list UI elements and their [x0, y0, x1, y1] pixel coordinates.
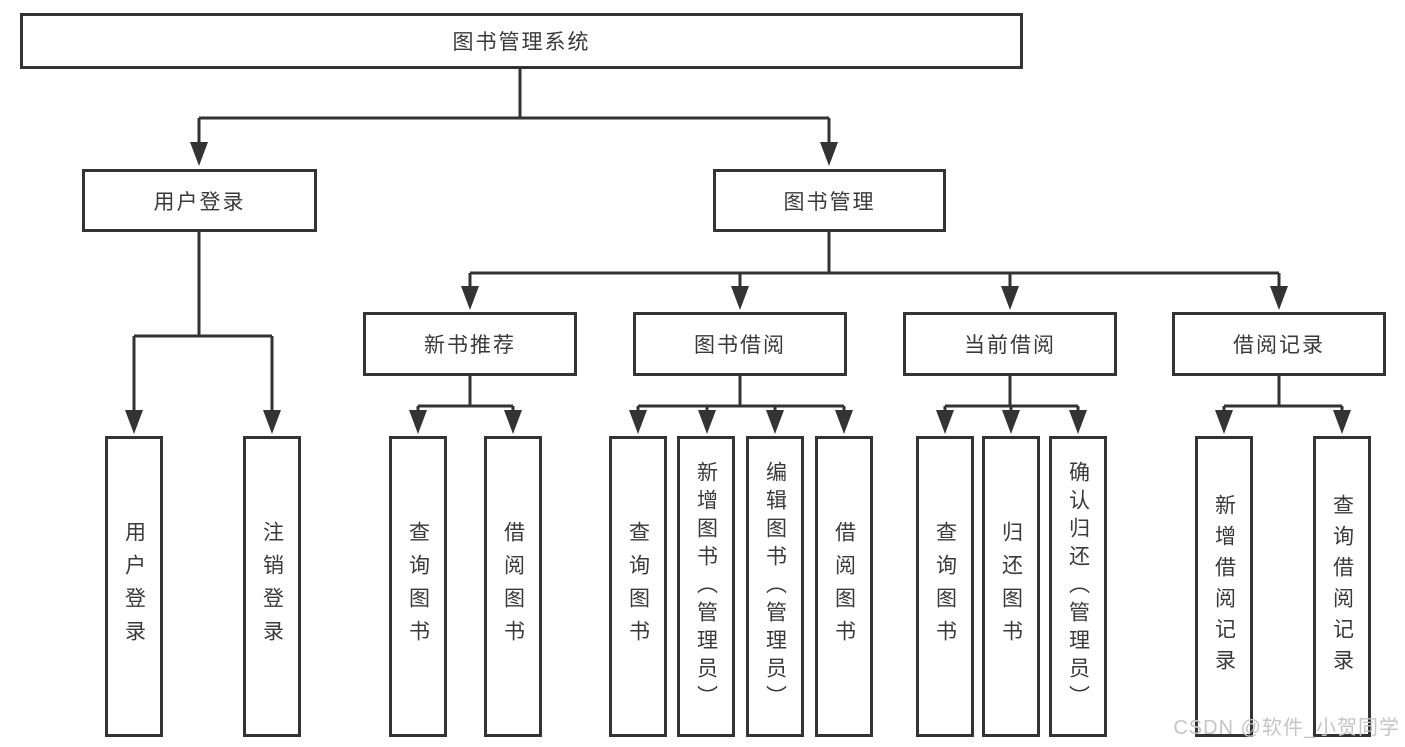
connector-userlogin-to-leaves	[132, 232, 274, 413]
leaf-return-book-label: 归还图书	[999, 520, 1023, 653]
leaf-add-book-admin-label: 新增图书（管理员）	[694, 460, 718, 713]
node-borrowing-records: 借阅记录	[1172, 312, 1386, 376]
node-book-management: 图书管理	[713, 169, 946, 232]
leaf-borrow-book-recommend-label: 借阅图书	[501, 520, 525, 653]
leaf-query-book-recommend-label: 查询图书	[406, 520, 430, 653]
connector-root-to-level2	[197, 69, 831, 146]
leaf-edit-book-admin-label: 编辑图书（管理员）	[763, 460, 787, 713]
node-book-borrowing-label: 图书借阅	[694, 334, 786, 357]
node-library-system: 图书管理系统	[20, 13, 1023, 69]
node-new-book-recommend: 新书推荐	[363, 312, 577, 376]
leaf-query-book-recommend: 查询图书	[389, 436, 447, 737]
connector-current-to-leaves	[943, 376, 1080, 413]
leaf-logout-label: 注销登录	[260, 520, 284, 653]
leaf-edit-book-admin: 编辑图书（管理员）	[746, 436, 804, 737]
leaf-confirm-return-admin: 确认归还（管理员）	[1049, 436, 1107, 737]
node-user-login: 用户登录	[82, 169, 317, 232]
connector-borrow-to-leaves	[636, 376, 846, 413]
node-borrowing-records-label: 借阅记录	[1233, 334, 1325, 357]
connector-records-to-leaves	[1222, 376, 1344, 413]
leaf-query-borrow-record: 查询借阅记录	[1313, 436, 1371, 737]
node-current-borrowing-label: 当前借阅	[964, 334, 1056, 357]
leaf-add-book-admin: 新增图书（管理员）	[677, 436, 735, 737]
leaf-query-book-current-label: 查询图书	[933, 520, 957, 653]
node-new-book-recommend-label: 新书推荐	[424, 334, 516, 357]
leaf-borrow-book-label: 借阅图书	[832, 520, 856, 653]
connector-newrec-to-leaves	[416, 376, 515, 413]
leaf-logout: 注销登录	[243, 436, 301, 737]
leaf-add-borrow-record: 新增借阅记录	[1195, 436, 1253, 737]
leaf-borrow-book-recommend: 借阅图书	[484, 436, 542, 737]
leaf-query-book-borrowing: 查询图书	[609, 436, 667, 737]
leaf-user-login: 用户登录	[105, 436, 163, 737]
node-book-borrowing: 图书借阅	[633, 312, 847, 376]
watermark: CSDN @软件_小贺同学	[1173, 717, 1400, 739]
leaf-user-login-label: 用户登录	[122, 520, 146, 653]
leaf-query-book-borrowing-label: 查询图书	[626, 520, 650, 653]
node-user-login-label: 用户登录	[153, 190, 246, 214]
leaf-confirm-return-admin-label: 确认归还（管理员）	[1066, 460, 1090, 713]
leaf-return-book: 归还图书	[982, 436, 1040, 737]
leaf-query-borrow-record-label: 查询借阅记录	[1330, 493, 1354, 680]
leaf-add-borrow-record-label: 新增借阅记录	[1212, 493, 1236, 680]
node-book-management-label: 图书管理	[783, 190, 876, 214]
node-current-borrowing: 当前借阅	[903, 312, 1117, 376]
leaf-query-book-current: 查询图书	[916, 436, 974, 737]
connector-bookmgmt-to-level3	[468, 232, 1281, 290]
leaf-borrow-book: 借阅图书	[815, 436, 873, 737]
node-library-system-label: 图书管理系统	[452, 31, 591, 54]
